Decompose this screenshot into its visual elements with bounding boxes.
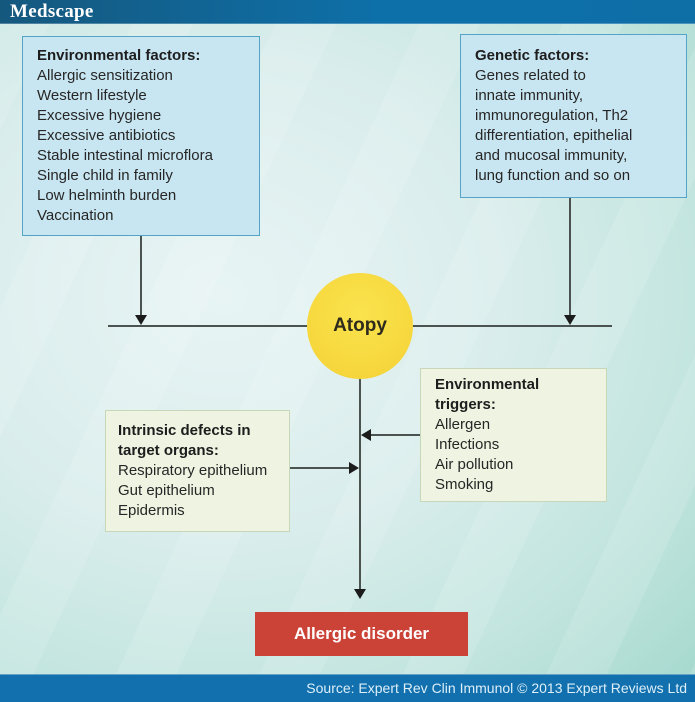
env-factor-item: Low helminth burden bbox=[37, 187, 177, 204]
environmental-factors-box: Environmental factors: Allergic sensitiz… bbox=[22, 36, 260, 236]
env-factor-item: Excessive hygiene bbox=[37, 107, 162, 124]
env-factor-item: Western lifestyle bbox=[37, 87, 147, 104]
triggers-title-line: triggers: bbox=[435, 396, 496, 413]
intrinsic-item: Gut epithelium bbox=[118, 482, 215, 499]
triggers-title-line: Environmental bbox=[435, 376, 540, 393]
allergic-disorder-label: Allergic disorder bbox=[293, 624, 430, 643]
genetic-factors-line: lung function and so on bbox=[475, 167, 631, 184]
trigger-item: Smoking bbox=[435, 476, 494, 493]
intrinsic-title-line: target organs: bbox=[118, 442, 219, 459]
arrowhead-down-icon bbox=[354, 589, 366, 599]
header-bar: Medscape bbox=[0, 0, 695, 24]
genetic-factors-line: and mucosal immunity, bbox=[475, 147, 628, 164]
footer-bar: Source: Expert Rev Clin Immunol © 2013 E… bbox=[0, 674, 695, 702]
medscape-logo: Medscape bbox=[10, 1, 94, 22]
environmental-triggers-box: Environmental triggers: Allergen Infecti… bbox=[420, 368, 607, 502]
genetic-factors-line: immunoregulation, Th2 bbox=[475, 107, 629, 124]
triggers-arrow-line bbox=[370, 434, 420, 436]
intrinsic-defects-box: Intrinsic defects in target organs: Resp… bbox=[105, 410, 290, 532]
intrinsic-item: Epidermis bbox=[118, 502, 185, 519]
env-factor-item: Vaccination bbox=[37, 207, 114, 224]
env-factor-item: Single child in family bbox=[37, 167, 173, 184]
genetic-factors-title: Genetic factors: bbox=[475, 47, 590, 64]
genetic-factors-line: Genes related to bbox=[475, 67, 586, 84]
trigger-item: Allergen bbox=[435, 416, 491, 433]
env-factor-item: Allergic sensitization bbox=[37, 67, 173, 84]
allergic-disorder-box: Allergic disorder bbox=[255, 612, 468, 656]
env-factor-item: Excessive antibiotics bbox=[37, 127, 176, 144]
genetic-factors-line: innate immunity, bbox=[475, 87, 584, 104]
genetic-factors-line: differentiation, epithelial bbox=[475, 127, 633, 144]
environmental-factors-title: Environmental factors: bbox=[37, 47, 201, 64]
arrowhead-right-icon bbox=[349, 462, 359, 474]
intrinsic-title-line: Intrinsic defects in bbox=[118, 422, 251, 439]
genetic-factors-box: Genetic factors: Genes related to innate… bbox=[460, 34, 687, 198]
atopy-node: Atopy bbox=[307, 273, 413, 379]
env-factor-item: Stable intestinal microflora bbox=[37, 147, 213, 164]
intrinsic-item: Respiratory epithelium bbox=[118, 462, 268, 479]
source-attribution: Source: Expert Rev Clin Immunol © 2013 E… bbox=[306, 680, 687, 696]
atopy-label: Atopy bbox=[333, 315, 387, 336]
arrowhead-left-icon bbox=[361, 429, 371, 441]
arrowhead-down-icon bbox=[564, 315, 576, 325]
intrinsic-arrow-line bbox=[290, 467, 350, 469]
trigger-item: Air pollution bbox=[435, 456, 514, 473]
arrowhead-down-icon bbox=[135, 315, 147, 325]
atopy-to-outcome-connector bbox=[359, 379, 361, 590]
trigger-item: Infections bbox=[435, 436, 500, 453]
env-to-line-connector bbox=[140, 236, 142, 316]
genetic-to-line-connector bbox=[569, 198, 571, 316]
